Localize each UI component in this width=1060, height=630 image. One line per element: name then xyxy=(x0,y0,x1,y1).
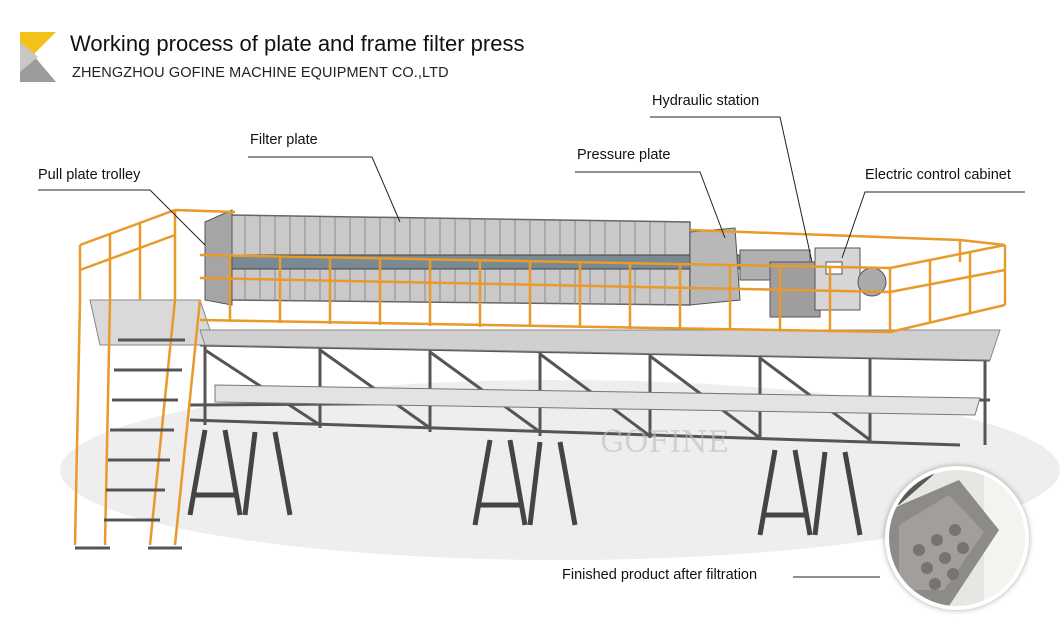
leader-filter-plate xyxy=(248,156,401,223)
electric-cabinet-shape xyxy=(814,247,861,311)
leader-pull-plate-trolley xyxy=(38,189,206,246)
label-electric-control-cabinet: Electric control cabinet xyxy=(865,167,1011,183)
company-logo xyxy=(20,32,56,82)
page-title: Working process of plate and frame filte… xyxy=(70,31,525,56)
leader-hydraulic-station xyxy=(650,116,813,263)
head-plate xyxy=(204,209,233,306)
leader-electric-cabinet xyxy=(841,191,1025,259)
label-finished-product: Finished product after filtration xyxy=(562,567,758,583)
watermark: GOFINE xyxy=(600,425,729,460)
leader-pressure-plate xyxy=(575,171,726,239)
filter-cake-image xyxy=(889,470,1025,606)
logo-mid-shape xyxy=(20,42,38,72)
label-filter-plate: Filter plate xyxy=(250,132,318,148)
company-name: ZHENGZHOU GOFINE MACHINE EQUIPMENT CO.,L… xyxy=(72,65,449,81)
stair-steps xyxy=(75,338,185,550)
pressure-plate-shape xyxy=(689,227,741,306)
leader-lines xyxy=(38,116,1025,578)
logo-top-shape xyxy=(20,32,56,54)
support-legs xyxy=(187,429,863,536)
label-hydraulic-station: Hydraulic station xyxy=(652,93,760,109)
finished-product-inset xyxy=(885,466,1029,610)
conveyor xyxy=(214,384,981,416)
label-pull-plate-trolley: Pull plate trolley xyxy=(38,167,141,183)
railings xyxy=(73,208,1007,546)
label-pressure-plate: Pressure plate xyxy=(577,147,671,163)
